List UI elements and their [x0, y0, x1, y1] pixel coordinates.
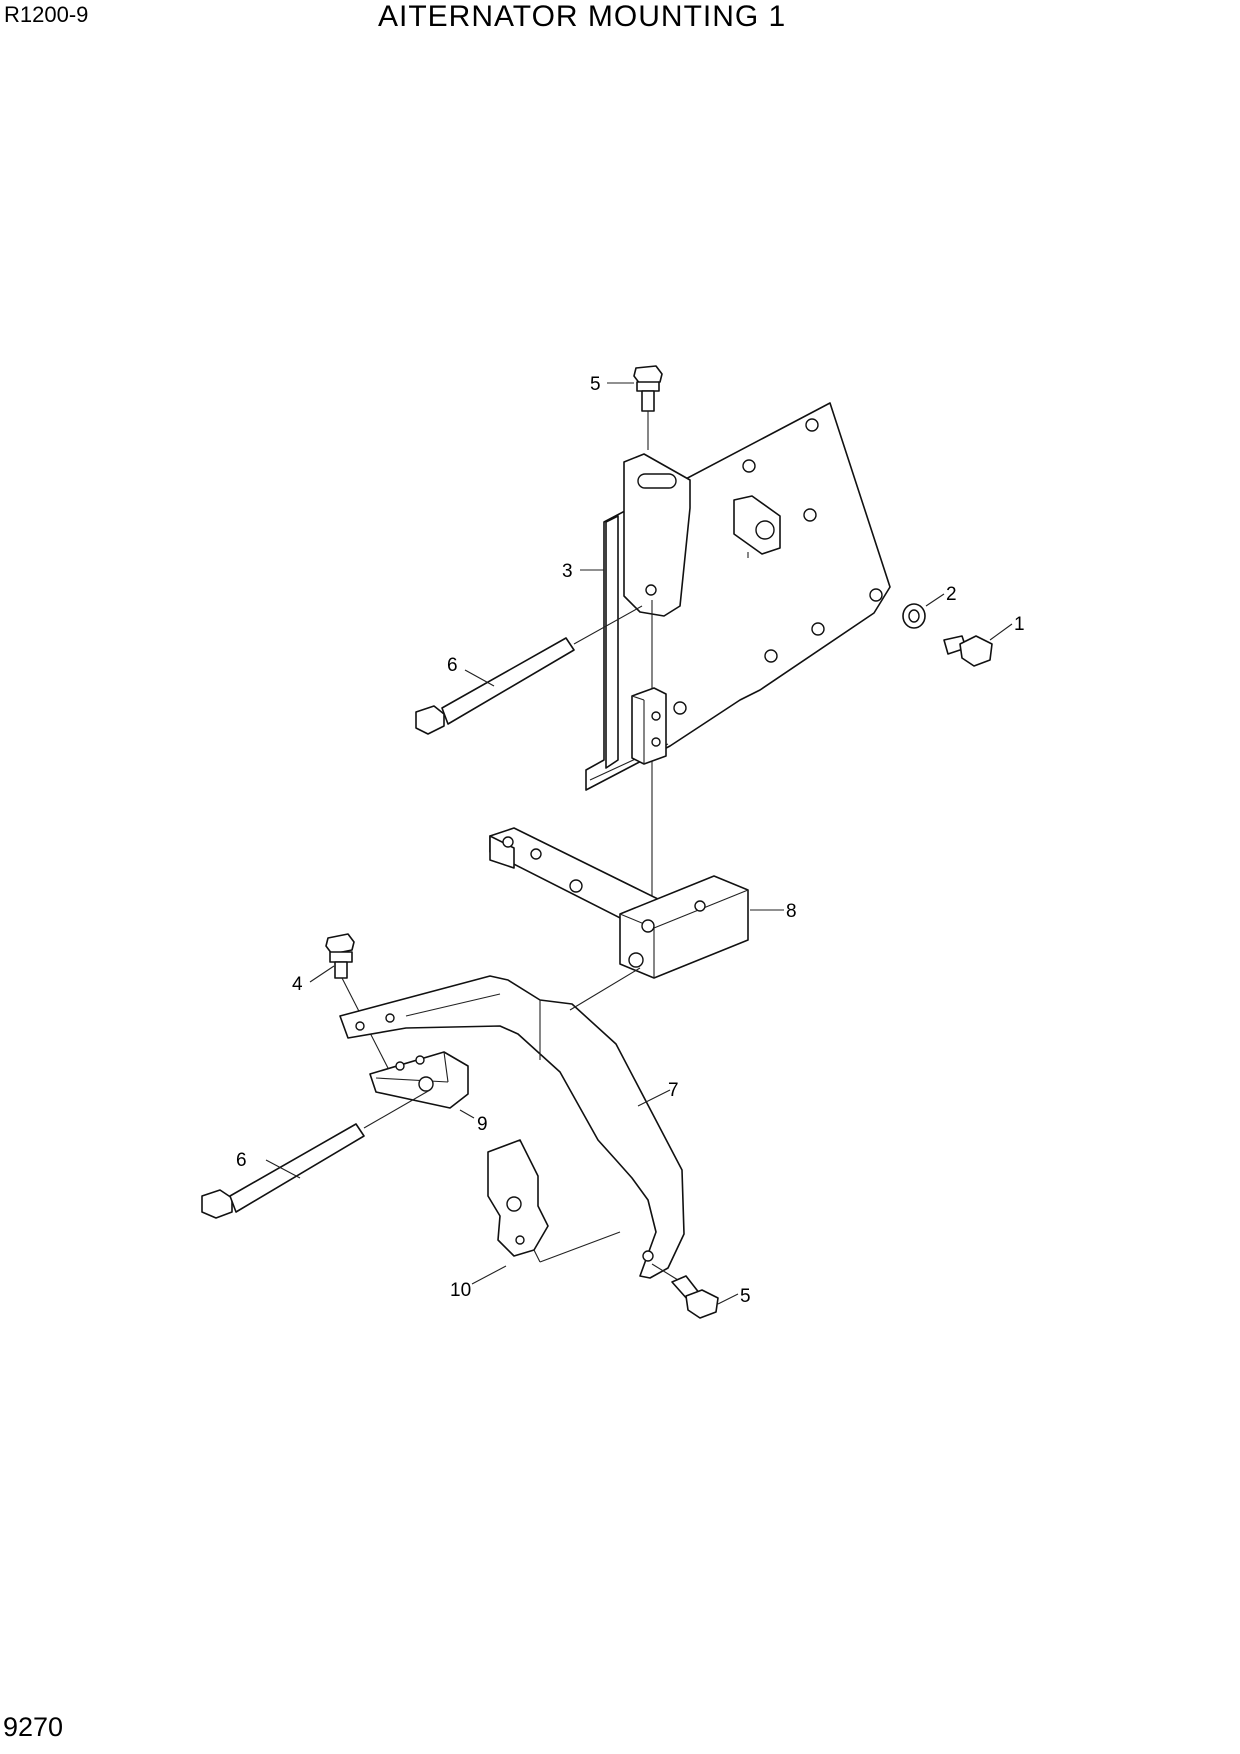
callout-6-bottom: 6 [236, 1150, 247, 1171]
spacer-block [369, 1051, 469, 1109]
callout-7: 7 [668, 1080, 679, 1101]
callout-8: 8 [786, 901, 797, 922]
callout-4: 4 [292, 974, 303, 995]
adjusting-strap [605, 453, 691, 898]
support-bracket [489, 827, 749, 979]
bolt-top [633, 365, 663, 450]
page-number: 9270 [3, 1712, 64, 1742]
bolt-bottom [651, 1263, 719, 1319]
clip-bracket [487, 1139, 621, 1263]
callout-5-bottom: 5 [740, 1286, 751, 1307]
bolt-small [325, 933, 391, 1073]
callout-3: 3 [562, 561, 573, 582]
plate-lug [733, 495, 781, 558]
long-bolt-top [415, 605, 643, 735]
mounting-plate [585, 402, 891, 791]
callouts: 5 3 2 1 6 8 4 7 9 6 10 5 [236, 374, 1025, 1307]
main-bracket [339, 967, 685, 1279]
callout-9: 9 [477, 1114, 488, 1135]
page-title: AITERNATOR MOUNTING 1 [378, 0, 787, 33]
callout-2: 2 [946, 584, 957, 605]
leader-lines [265, 382, 1013, 1305]
washer [902, 603, 926, 629]
model-code: R1200-9 [4, 2, 89, 27]
bolt-right [943, 635, 993, 667]
callout-1: 1 [1014, 614, 1025, 635]
callout-10: 10 [450, 1280, 471, 1301]
long-bolt-bottom [201, 1089, 431, 1219]
callout-5-top: 5 [590, 374, 601, 395]
callout-6-top: 6 [447, 655, 458, 676]
plate-block [631, 687, 667, 765]
